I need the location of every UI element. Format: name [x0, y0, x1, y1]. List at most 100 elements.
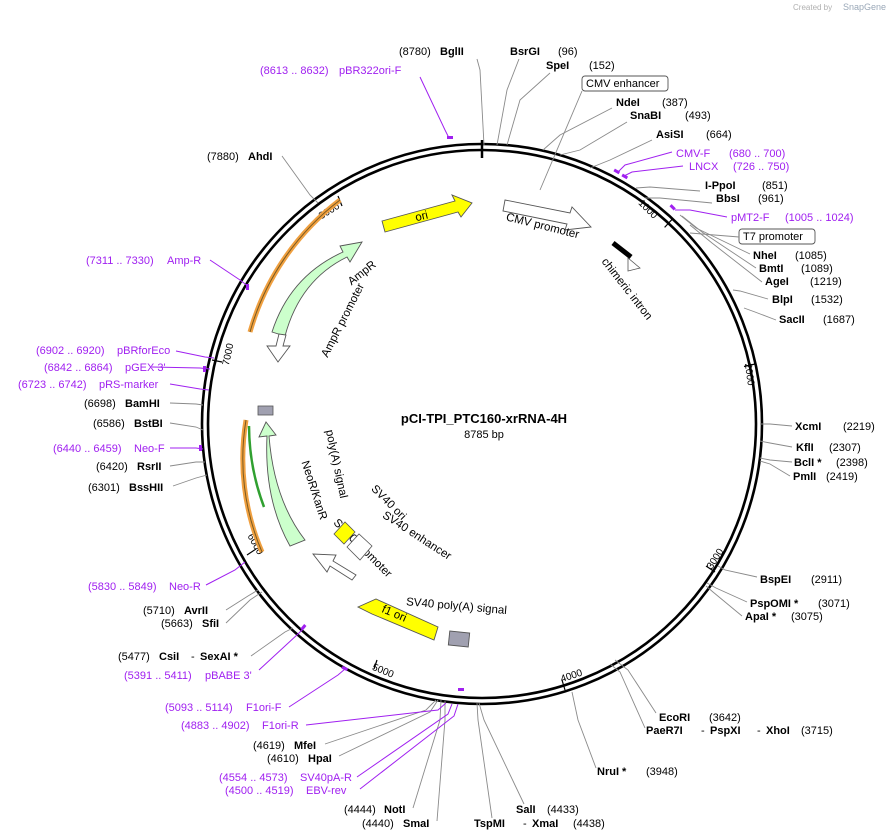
- leader-noti: [412, 699, 442, 809]
- leader-bstbi: [169, 422, 204, 431]
- primer-name-pbrforeco[interactable]: pBRforEco: [117, 345, 170, 357]
- position-ticks: 1000 2000 3000 4000 5000 6000 7000 8000: [211, 195, 756, 691]
- ori-arrow[interactable]: [381, 194, 473, 233]
- site-name-sali[interactable]: SalI: [516, 804, 536, 816]
- site-name-ahdi[interactable]: AhdI: [248, 151, 272, 163]
- primer-name-pbr322ori-f[interactable]: pBR322ori-F: [339, 65, 402, 77]
- site-name-smai[interactable]: SmaI: [403, 818, 429, 830]
- leader-avrii: [225, 589, 259, 611]
- sv40-polya-label: SV40 poly(A) signal: [406, 596, 508, 617]
- ampr-arrow[interactable]: [271, 241, 363, 337]
- site-name-bbsi[interactable]: BbsI: [716, 193, 740, 205]
- primer-name-pgex3[interactable]: pGEX 3': [125, 362, 166, 374]
- site-name-sexai[interactable]: SexAI *: [200, 651, 239, 663]
- tick-6000: [246, 548, 257, 556]
- site-name-bamhi[interactable]: BamHI: [125, 398, 160, 410]
- site-name-tspmi[interactable]: TspMI: [474, 818, 505, 830]
- site-name-sfii[interactable]: SfiI: [202, 618, 219, 630]
- leader-sfii: [225, 591, 263, 624]
- polya-signal-box[interactable]: [257, 405, 274, 416]
- site-name-snabi[interactable]: SnaBI: [630, 110, 661, 122]
- site-name-bglii[interactable]: BglII: [440, 46, 464, 58]
- site-name-sacii[interactable]: SacII: [779, 314, 805, 326]
- primer-name-f1ori-f[interactable]: F1ori-F: [246, 702, 282, 714]
- primer-name-prs-marker[interactable]: pRS-marker: [99, 379, 159, 391]
- neor-kanr-arrow[interactable]: [258, 421, 306, 547]
- primer-name-pbabe3[interactable]: pBABE 3': [205, 670, 252, 682]
- site-name-kfli[interactable]: KflI: [796, 442, 814, 454]
- site-name-paer7i[interactable]: PaeR7I: [646, 725, 683, 737]
- sv40-enhancer-label: SV40 enhancer: [380, 509, 453, 562]
- ori-label: ori: [414, 209, 429, 224]
- primer-name-cmv-f[interactable]: CMV-F: [676, 148, 711, 160]
- cmv-enhancer-box[interactable]: [581, 75, 669, 92]
- primer-name-ebv-rev[interactable]: EBV-rev: [306, 785, 347, 797]
- sv40-polya-box[interactable]: [447, 630, 471, 648]
- tick-4000: [561, 679, 566, 691]
- leader-bspei: [717, 565, 758, 578]
- site-pos-avrii: (5710): [143, 605, 175, 617]
- primer-mark-f1ori-f: [341, 665, 349, 672]
- site-name-asisi[interactable]: AsiSI: [656, 129, 684, 141]
- site-name-pspomi[interactable]: PspOMI *: [750, 598, 799, 610]
- plasmid-size: 8785 bp: [464, 429, 504, 441]
- leader-tspmi: [476, 702, 493, 819]
- site-name-bmti[interactable]: BmtI: [759, 263, 783, 275]
- site-name-csii[interactable]: CsiI: [159, 651, 179, 663]
- site-name-i-ppoi[interactable]: I-PpoI: [705, 180, 736, 192]
- leader-blpi: [732, 289, 769, 300]
- site-name-bsrgi[interactable]: BsrGI: [510, 46, 540, 58]
- site-name-apai[interactable]: ApaI *: [745, 611, 777, 623]
- chimeric-intron-block[interactable]: [611, 241, 633, 259]
- cmv-promoter-arrow[interactable]: [502, 199, 592, 231]
- site-name-mfei[interactable]: MfeI: [294, 740, 316, 752]
- ampr-promoter-arrow[interactable]: [266, 333, 291, 363]
- primer-name-f1ori-r[interactable]: F1ori-R: [262, 720, 299, 732]
- site-name-blpi[interactable]: BlpI: [772, 294, 793, 306]
- primer-name-lncx[interactable]: LNCX: [689, 161, 719, 173]
- primer-range-f1ori-r: (4883 .. 4902): [181, 720, 250, 732]
- primer-range-pbrforeco: (6902 .. 6920): [36, 345, 105, 357]
- site-name-pspxi[interactable]: PspXI: [710, 725, 741, 737]
- site-name-bspei[interactable]: BspEI: [760, 574, 791, 586]
- site-name-hpai[interactable]: HpaI: [308, 753, 332, 765]
- site-name-spei[interactable]: SpeI: [546, 60, 569, 72]
- site-name-nrui[interactable]: NruI *: [597, 766, 627, 778]
- site-name-noti[interactable]: NotI: [384, 804, 405, 816]
- primer-name-pmt2-f[interactable]: pMT2-F: [731, 212, 770, 224]
- f1-ori-arrow[interactable]: [356, 598, 439, 641]
- site-pos-hpai: (4610): [267, 753, 299, 765]
- sv40-ori-box[interactable]: [333, 521, 356, 545]
- sv40-promoter-arrow[interactable]: [312, 553, 357, 581]
- tick-label-7000: 7000: [221, 342, 236, 366]
- primer-name-sv40pa-r[interactable]: SV40pA-R: [300, 772, 352, 784]
- site-pos-csii: (5477): [118, 651, 150, 663]
- site-name-agei[interactable]: AgeI: [765, 276, 789, 288]
- site-name-xmai[interactable]: XmaI: [532, 818, 558, 830]
- site-name-pmli[interactable]: PmlI: [793, 471, 816, 483]
- primer-leader-pbrforeco: [175, 350, 215, 359]
- site-pos-ecori: (3642): [709, 712, 741, 724]
- primer-name-neo-r[interactable]: Neo-R: [169, 581, 201, 593]
- site-pos-bspei: (2911): [811, 574, 842, 586]
- site-sep-pspxi: -: [757, 725, 761, 737]
- site-name-bsshii[interactable]: BssHII: [129, 482, 163, 494]
- site-name-bcli[interactable]: BclI *: [794, 457, 822, 469]
- site-name-bstbi[interactable]: BstBI: [134, 418, 163, 430]
- primer-range-f1ori-f: (5093 .. 5114): [165, 702, 233, 714]
- site-name-xhoi[interactable]: XhoI: [766, 725, 790, 737]
- site-name-xcmi[interactable]: XcmI: [795, 421, 821, 433]
- site-name-nhei[interactable]: NheI: [753, 250, 777, 262]
- site-sep-csii: -: [191, 651, 195, 663]
- primer-name-amp-r[interactable]: Amp-R: [167, 255, 201, 267]
- leader-csii: [250, 627, 294, 657]
- site-pos-asisi: (664): [706, 129, 732, 141]
- sv40-enhancer-box[interactable]: [346, 533, 373, 561]
- site-name-ecori[interactable]: EcoRI: [659, 712, 690, 724]
- site-name-ndei[interactable]: NdeI: [616, 97, 640, 109]
- t7-promoter-box[interactable]: [738, 228, 816, 245]
- site-name-avrii[interactable]: AvrII: [184, 605, 208, 617]
- site-name-rsrii[interactable]: RsrII: [137, 461, 161, 473]
- primer-name-neo-f[interactable]: Neo-F: [134, 443, 165, 455]
